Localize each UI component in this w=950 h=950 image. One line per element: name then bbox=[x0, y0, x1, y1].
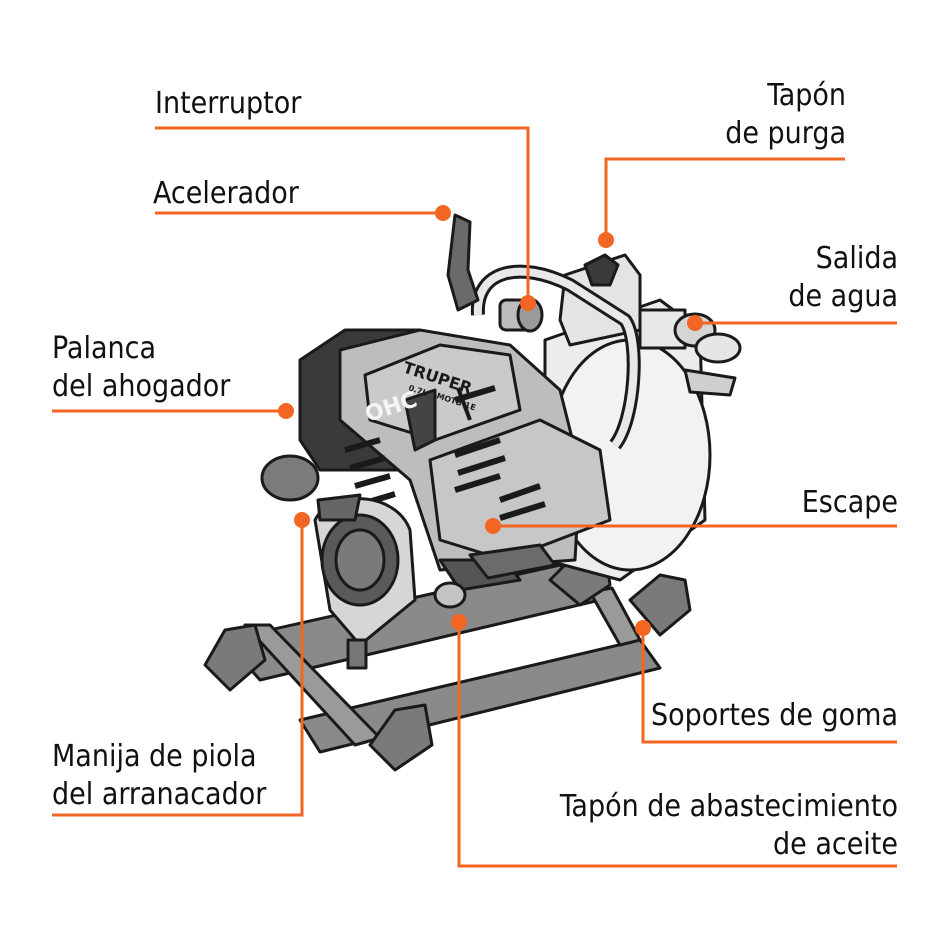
dot-interruptor bbox=[520, 295, 536, 311]
label-tapon-aceite: Tapón de abastecimiento de aceite bbox=[559, 789, 898, 862]
label-escape: Escape bbox=[801, 485, 898, 520]
dot-salida-agua bbox=[687, 315, 703, 331]
callout-lines bbox=[52, 126, 897, 868]
label-soportes: Soportes de goma bbox=[650, 698, 898, 733]
label-salida-agua: Salida de agua bbox=[788, 241, 898, 314]
throttle-lever bbox=[446, 213, 480, 312]
leader-interruptor bbox=[155, 126, 530, 303]
leader-soportes bbox=[641, 628, 897, 744]
label-manija: Manija de piola del arranacador bbox=[52, 739, 267, 812]
callout-dots bbox=[278, 205, 703, 636]
dot-soportes bbox=[635, 620, 651, 636]
leader-tapon-purga bbox=[604, 157, 845, 240]
dot-manija bbox=[294, 512, 310, 528]
label-tapon-purga: Tapón de purga bbox=[725, 78, 846, 151]
dot-ahogador bbox=[278, 403, 294, 419]
dot-tapon-aceite bbox=[451, 614, 467, 630]
label-interruptor: Interruptor bbox=[155, 86, 302, 121]
dot-acelerador bbox=[435, 205, 451, 221]
oil-fill-cap bbox=[433, 581, 467, 609]
label-ahogador: Palanca del ahogador bbox=[52, 331, 231, 404]
pump-illustration bbox=[203, 213, 742, 772]
dot-escape bbox=[485, 518, 501, 534]
leader-manija bbox=[52, 520, 304, 817]
base-frame bbox=[223, 563, 662, 754]
leader-tapon-aceite bbox=[457, 622, 897, 868]
dot-tapon-purga bbox=[598, 232, 614, 248]
recoil-starter bbox=[313, 497, 417, 670]
fuel-cap bbox=[260, 454, 362, 522]
label-acelerador: Acelerador bbox=[153, 176, 299, 211]
